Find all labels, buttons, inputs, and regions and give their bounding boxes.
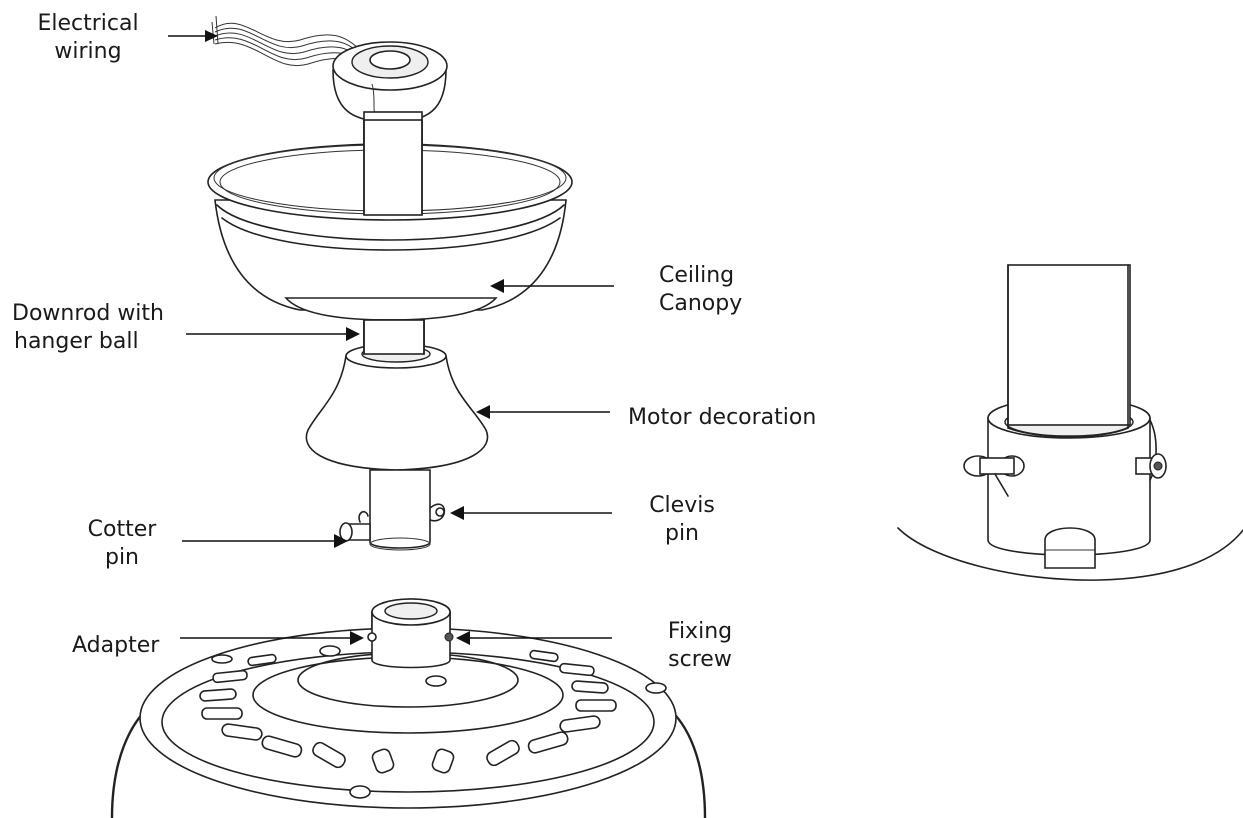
label-downrod-line2: hanger ball	[14, 329, 139, 354]
downrod-end-drawing	[369, 469, 431, 551]
detail-view-drawing	[897, 264, 1243, 581]
label-ceiling-canopy: Ceiling Canopy	[659, 262, 742, 318]
label-motor-decoration-text: Motor decoration	[628, 405, 817, 430]
cotter-pin-drawing	[339, 510, 371, 542]
label-adapter: Adapter	[72, 632, 159, 660]
label-electrical-wiring-line1: Electrical	[37, 11, 139, 36]
label-ceiling-canopy-line1: Ceiling	[659, 263, 735, 288]
label-cotter-pin-line1: Cotter	[87, 517, 157, 542]
label-clevis-pin-line1: Clevis	[649, 493, 715, 518]
arrow-clevis-pin	[450, 506, 612, 520]
label-adapter-text: Adapter	[72, 633, 160, 658]
hanger-ball-drawing	[332, 41, 448, 123]
label-downrod: Downrod with hanger ball	[12, 300, 164, 356]
clevis-pin-drawing	[429, 503, 446, 522]
arrow-fixing-screw	[456, 631, 612, 645]
label-electrical-wiring: Electrical wiring	[20, 10, 156, 66]
label-cotter-pin: Cotter pin	[74, 516, 170, 572]
label-ceiling-canopy-line2: Canopy	[659, 291, 743, 316]
arrow-downrod	[186, 327, 360, 341]
label-downrod-line1: Downrod with	[12, 301, 164, 326]
label-motor-decoration: Motor decoration	[628, 404, 816, 432]
label-cotter-pin-line2: pin	[104, 545, 140, 570]
arrow-cotter-pin	[182, 534, 348, 548]
arrow-electrical-wiring	[168, 30, 218, 42]
label-fixing-screw-line2: screw	[668, 647, 732, 672]
label-fixing-screw: Fixing screw	[652, 618, 748, 674]
motor-housing-drawing	[110, 598, 707, 818]
arrow-motor-decoration	[476, 405, 610, 419]
label-clevis-pin-line2: pin	[664, 521, 700, 546]
label-fixing-screw-line1: Fixing	[667, 619, 733, 644]
motor-decoration-drawing	[305, 319, 489, 471]
ceiling-canopy-drawing	[207, 119, 573, 321]
label-clevis-pin: Clevis pin	[640, 492, 724, 548]
arrow-ceiling-canopy	[490, 279, 614, 293]
arrow-adapter	[180, 631, 364, 645]
label-electrical-wiring-line2: wiring	[54, 39, 122, 64]
